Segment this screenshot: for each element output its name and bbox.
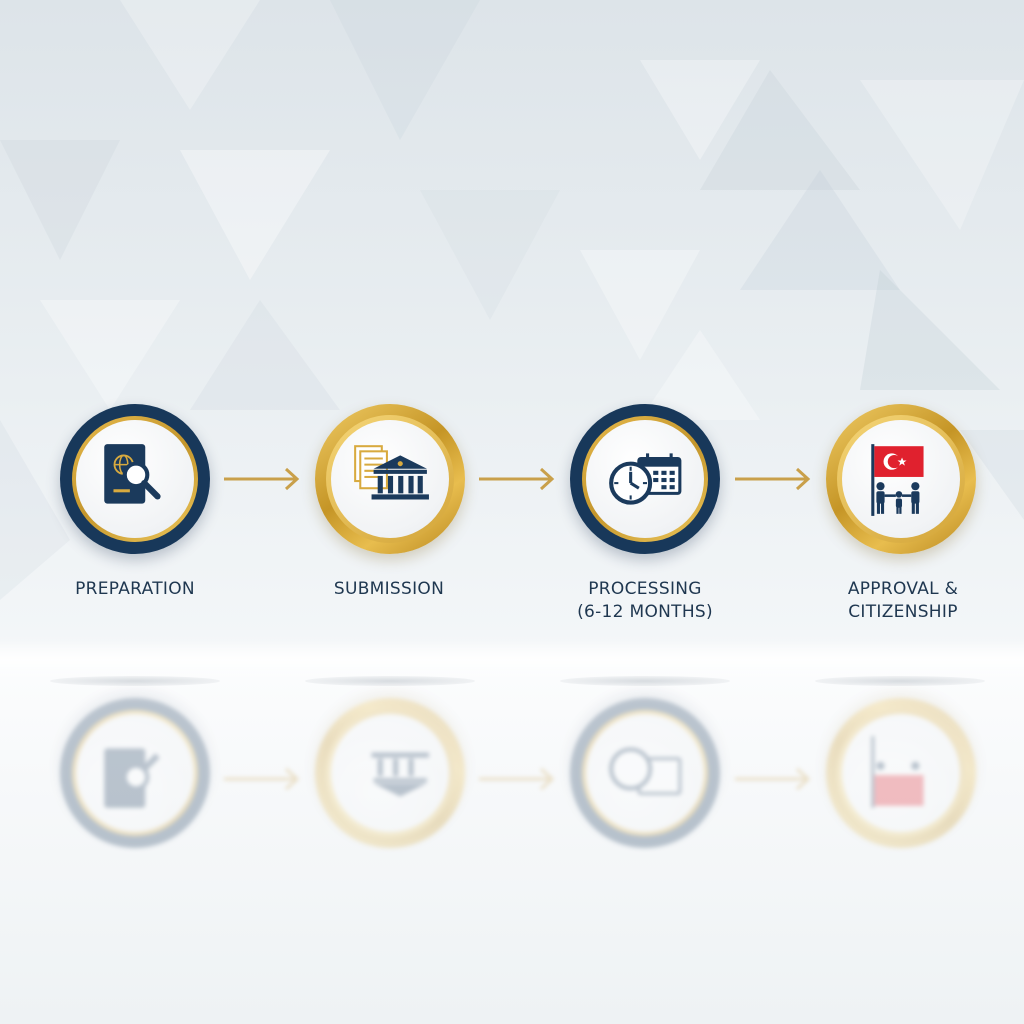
step-label-line: (6-12 MONTHS)	[577, 602, 713, 622]
step-label-line: CITIZENSHIP	[848, 602, 958, 622]
step-icon-face	[586, 420, 704, 538]
arrow-right-icon	[479, 467, 555, 491]
step-approval	[826, 404, 976, 554]
flag-family-icon	[871, 444, 924, 516]
floor-shadow	[305, 676, 475, 686]
step-preparation	[60, 404, 210, 554]
step-icon-face	[842, 420, 960, 538]
step-label-line: PROCESSING	[588, 579, 702, 599]
step-label-submission: SUBMISSION	[289, 578, 489, 601]
step-label-preparation: PREPARATION	[35, 578, 235, 601]
step-icon-face	[76, 420, 194, 538]
step-label-line: SUBMISSION	[333, 579, 445, 599]
step-label-processing: PROCESSING (6-12 MONTHS)	[545, 578, 745, 624]
arrow-right-icon	[735, 467, 811, 491]
floor-shadow	[560, 676, 730, 686]
step-icon-face	[331, 420, 449, 538]
step-label-line: PREPARATION	[75, 579, 195, 599]
step-label-approval: APPROVAL & CITIZENSHIP	[803, 578, 1003, 624]
floor-shadow	[50, 676, 220, 686]
step-submission	[315, 404, 465, 554]
step-label-line: APPROVAL &	[847, 579, 959, 599]
passport-search-icon	[104, 444, 161, 504]
floor-highlight	[0, 640, 1024, 680]
documents-government-building-icon	[354, 445, 429, 500]
arrow-right-icon	[224, 467, 300, 491]
step-processing	[570, 404, 720, 554]
clock-calendar-icon	[609, 453, 682, 505]
floor-shadow	[815, 676, 985, 686]
